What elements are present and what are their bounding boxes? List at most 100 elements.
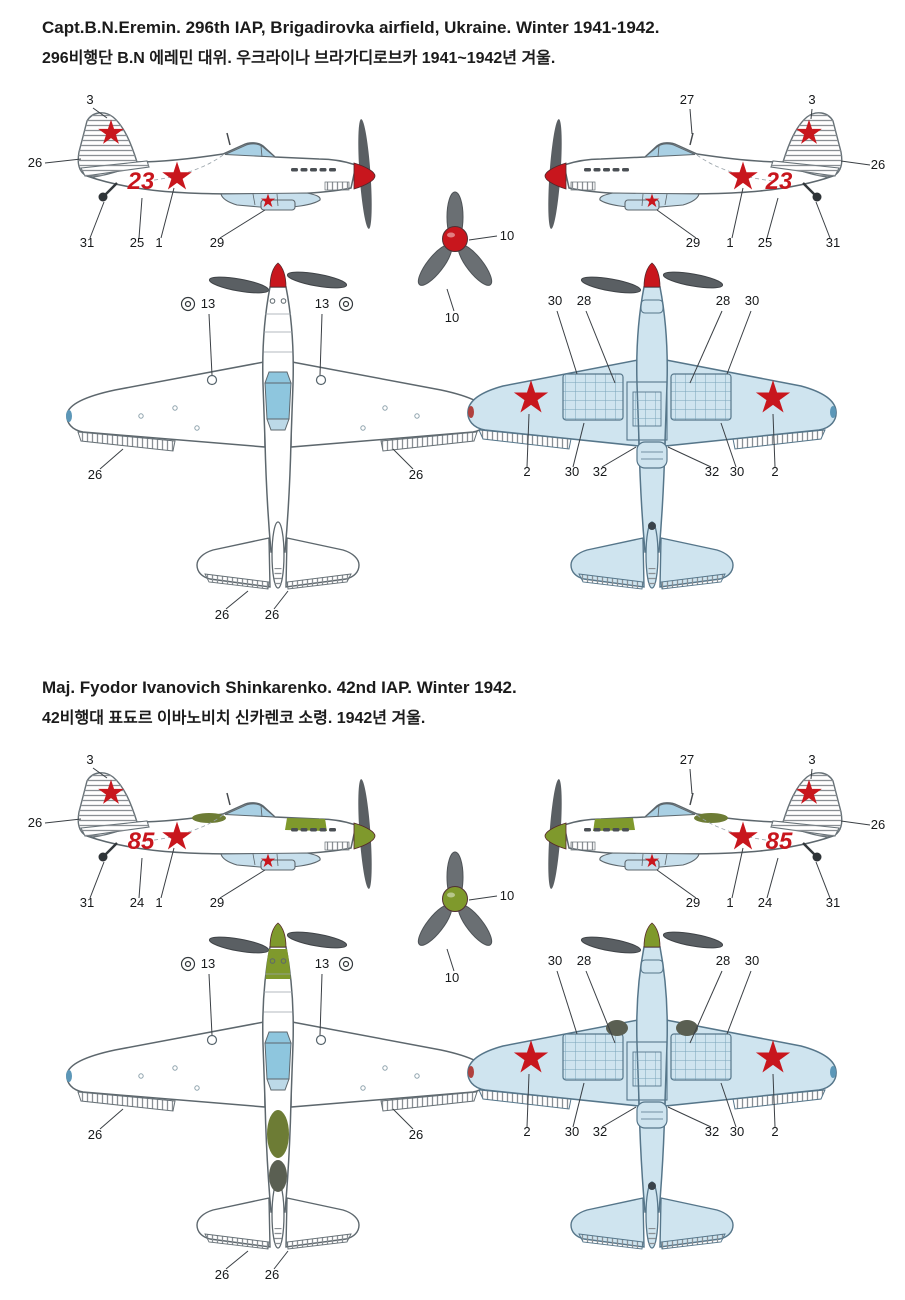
aircraft-top-view: [65, 922, 491, 1250]
washer-icon: [180, 956, 354, 972]
scheme-title: Capt.B.N.Eremin. 296th IAP, Brigadirovka…: [42, 18, 660, 37]
scheme-section-1: Capt.B.N.Eremin. 296th IAP, Brigadirovka…: [0, 8, 905, 648]
callout-label: 30: [745, 293, 759, 308]
callout-label: 30: [745, 953, 759, 968]
callout-label: 26: [215, 607, 229, 622]
callout-label: 31: [80, 895, 94, 910]
callout-label: 32: [705, 1124, 719, 1139]
leader-lines: [44, 767, 266, 899]
callout-label: 30: [565, 1124, 579, 1139]
leader-lines: [446, 235, 498, 312]
callout-label: 32: [705, 464, 719, 479]
top-plan-view: 13 13 26 26 26 26: [65, 922, 491, 1282]
bottom-plan-view: 30 28 28 30 2 30 32 32 30 2: [465, 256, 890, 636]
scheme-section-2: Maj. Fyodor Ivanovich Shinkarenko. 42nd …: [0, 668, 905, 1300]
aircraft-side-profile: [78, 773, 375, 889]
callout-label: 32: [593, 1124, 607, 1139]
callout-label: 32: [593, 464, 607, 479]
propeller-front-view: 10 10: [412, 851, 514, 985]
callout-label: 27: [680, 752, 694, 767]
callout-label: 26: [409, 1127, 423, 1142]
tactical-number: 85: [766, 828, 793, 855]
callout-label: 24: [130, 895, 144, 910]
callout-label: 2: [771, 464, 778, 479]
callout-label: 26: [88, 467, 102, 482]
callout-label: 31: [80, 235, 94, 250]
tactical-number: 23: [127, 168, 155, 195]
callout-label: 1: [155, 895, 162, 910]
top-plan-view: 13 13 26 26 26 26: [65, 262, 491, 622]
callout-label: 13: [201, 956, 215, 971]
callout-label: 26: [265, 1267, 279, 1282]
leader-lines: [526, 310, 776, 468]
callout-label: 28: [716, 953, 730, 968]
callout-label: 10: [445, 310, 459, 325]
callout-label: 30: [730, 464, 744, 479]
aircraft-side-profile-mirrored: [545, 773, 842, 889]
leader-lines: [446, 895, 498, 972]
leader-lines: [99, 973, 414, 1270]
propeller-front-view: 10 10: [412, 191, 514, 325]
callout-label: 3: [86, 92, 93, 107]
aircraft-side-profile-mirrored: [545, 113, 842, 229]
callout-label: 2: [771, 1124, 778, 1139]
callout-label: 29: [210, 895, 224, 910]
callout-label: 30: [565, 464, 579, 479]
callout-label: 13: [201, 296, 215, 311]
scheme-title-korean: 296비행단 B.N 에레민 대위. 우크라이나 브라가디로브카 1941~19…: [42, 50, 556, 67]
callout-label: 10: [500, 228, 514, 243]
callout-label: 10: [500, 888, 514, 903]
leader-lines: [656, 108, 871, 239]
scheme-title-korean: 42비행대 표됴르 이바노비치 신카렌코 소령. 1942년 겨울.: [42, 710, 426, 727]
callout-label: 1: [726, 235, 733, 250]
callout-label: 26: [28, 815, 42, 830]
callout-label: 24: [758, 895, 772, 910]
callout-label: 26: [215, 1267, 229, 1282]
callout-label: 3: [808, 92, 815, 107]
callout-label: 10: [445, 970, 459, 985]
aircraft-top-view: [65, 262, 491, 590]
aircraft-bottom-view: [468, 263, 836, 589]
callout-label: 25: [758, 235, 772, 250]
callout-label: 26: [409, 467, 423, 482]
callout-label: 27: [680, 92, 694, 107]
callout-label: 28: [577, 293, 591, 308]
tactical-number: 23: [765, 168, 793, 195]
leader-lines: [99, 313, 414, 610]
callout-label: 29: [210, 235, 224, 250]
callout-label: 1: [155, 235, 162, 250]
aircraft-bottom-view: [468, 923, 836, 1249]
callout-label: 26: [871, 817, 885, 832]
callout-label: 13: [315, 296, 329, 311]
leader-lines: [526, 970, 776, 1128]
aircraft-side-profile: [78, 113, 375, 229]
side-view-starboard: 85 27 3 26 29 1 24 31: [515, 752, 885, 910]
callout-label: 2: [523, 464, 530, 479]
callout-label: 30: [548, 953, 562, 968]
side-view-port: 23 3 26 31 25 1 29: [28, 92, 385, 250]
tactical-number: 85: [128, 828, 155, 855]
callout-label: 30: [730, 1124, 744, 1139]
callout-label: 26: [871, 157, 885, 172]
bottom-plan-view: 30 28 28 30 2 30 32 32 30 2: [465, 916, 890, 1296]
scheme-title: Maj. Fyodor Ivanovich Shinkarenko. 42nd …: [42, 678, 517, 697]
callout-label: 26: [28, 155, 42, 170]
callout-label: 31: [826, 895, 840, 910]
callout-label: 26: [265, 607, 279, 622]
callout-label: 3: [86, 752, 93, 767]
callout-label: 1: [726, 895, 733, 910]
callout-label: 29: [686, 895, 700, 910]
callout-label: 28: [716, 293, 730, 308]
callout-label: 13: [315, 956, 329, 971]
leader-lines: [44, 107, 266, 239]
side-view-port: 85 3 26 31 24 1 29: [28, 752, 385, 910]
leader-lines: [656, 768, 871, 899]
callout-label: 30: [548, 293, 562, 308]
callout-label: 31: [826, 235, 840, 250]
side-view-starboard: 23 27 3 26 29 1 25 31: [515, 92, 885, 250]
callout-label: 28: [577, 953, 591, 968]
callout-label: 29: [686, 235, 700, 250]
callout-label: 25: [130, 235, 144, 250]
callout-label: 2: [523, 1124, 530, 1139]
